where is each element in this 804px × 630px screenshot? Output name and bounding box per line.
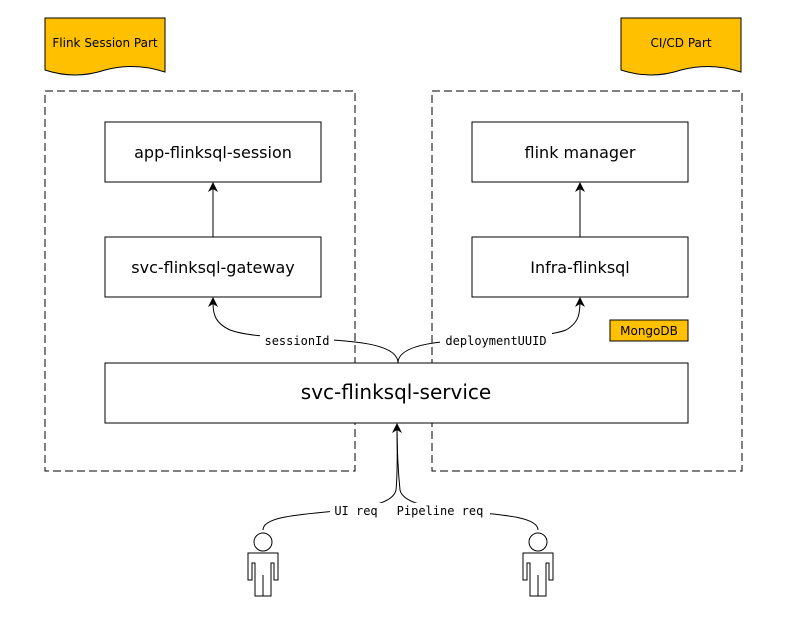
edge-sessionid-text: sessionId [264,334,329,348]
edge-ui-req-text: UI req [334,504,377,518]
user-figure-left [247,532,279,597]
edge-pipeline-req-text: Pipeline req [397,504,484,518]
box-svc-flinksql-service[interactable]: svc-flinksql-service [104,362,689,424]
box-app-flinksql-session[interactable]: app-flinksql-session [104,121,322,183]
box-svc-flinksql-service-label: svc-flinksql-service [301,380,491,404]
box-flink-manager[interactable]: flink manager [471,121,689,183]
edge-label-ui-req: UI req [330,503,382,519]
arrow-pipeline-req [396,424,539,531]
edge-deploymentuuid-text: deploymentUUID [445,334,546,348]
note-flink-session-label: Flink Session Part [52,36,158,50]
user-figure-right [522,532,554,597]
box-infra-flinksql-label: Infra-flinksql [530,258,630,277]
note-cicd-label: CI/CD Part [650,36,711,50]
box-svc-flinksql-gateway[interactable]: svc-flinksql-gateway [104,236,322,298]
edge-label-deploymentuuid: deploymentUUID [440,333,552,349]
arrow-service-to-gateway [208,297,399,364]
box-infra-flinksql[interactable]: Infra-flinksql [471,236,689,298]
flink-session-container [44,90,356,472]
mongodb-tag: MongoDB [609,319,689,342]
edge-label-pipeline-req: Pipeline req [390,503,490,519]
box-svc-flinksql-gateway-label: svc-flinksql-gateway [131,258,294,277]
edge-label-sessionid: sessionId [260,333,334,349]
box-flink-manager-label: flink manager [525,143,636,162]
arrow-service-to-infra [397,297,585,364]
mongodb-tag-label: MongoDB [620,324,678,338]
note-cicd-part: CI/CD Part [620,17,742,76]
box-app-flinksql-session-label: app-flinksql-session [134,143,292,162]
cicd-container [431,90,743,472]
note-flink-session-part: Flink Session Part [44,17,166,76]
